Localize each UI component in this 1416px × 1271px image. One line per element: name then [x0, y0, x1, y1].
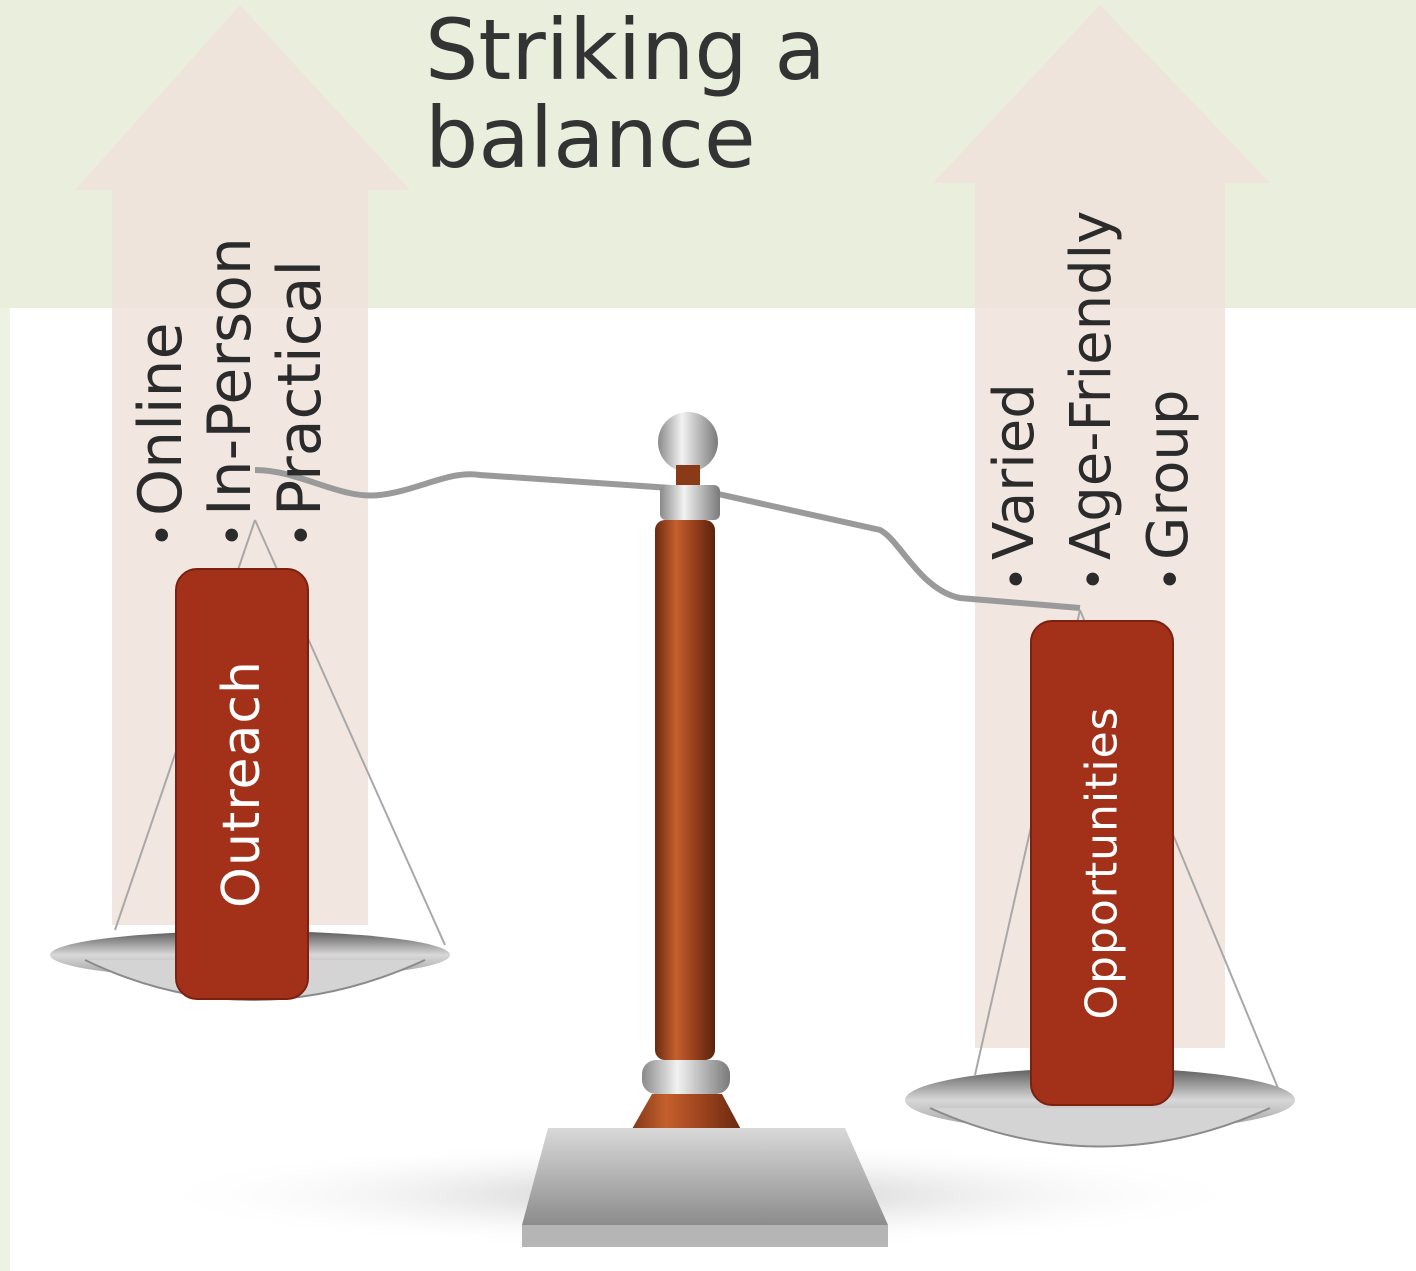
right-bullet-item: •Varied	[982, 383, 1047, 592]
title-line-1: Striking a	[425, 1, 826, 99]
right-up-arrow-shape	[933, 5, 1270, 1048]
outreach-label: Outreach	[212, 660, 272, 908]
right-pan-bowl	[929, 1107, 1271, 1148]
pillar-ring	[642, 1060, 730, 1094]
left-bullet-item: •In-Person	[195, 237, 266, 548]
beam-pivot	[660, 485, 720, 520]
bullet-icon: •	[277, 522, 329, 548]
scale-base-top	[522, 1128, 888, 1225]
bullet-icon: •	[1068, 566, 1120, 592]
scale-beam	[254, 467, 1081, 611]
left-up-arrow-shape	[75, 5, 410, 925]
scale-base-front	[522, 1225, 888, 1247]
left-bullet-item: •Online	[126, 322, 196, 549]
knob-neck	[676, 465, 700, 487]
right-bullet-item: •Group	[1135, 389, 1201, 592]
top-knob	[658, 412, 718, 472]
opportunities-label: Opportunities	[1076, 706, 1128, 1020]
outreach-label-box: Outreach	[175, 568, 309, 1000]
right-bullet-list: •Varied •Age-Friendly •Group	[978, 211, 1209, 592]
left-bullet-list: •Online •In-Person •Practical	[126, 237, 336, 549]
bullet-icon: •	[1145, 566, 1197, 592]
opportunities-label-box: Opportunities	[1030, 620, 1174, 1106]
pillar-column	[655, 520, 715, 1060]
bullet-icon: •	[207, 522, 259, 548]
bullet-icon: •	[138, 522, 190, 548]
slide-title: Striking a balance	[425, 6, 925, 182]
right-bullet-item: •Age-Friendly	[1058, 210, 1124, 592]
left-bullet-item: •Practical	[264, 259, 335, 548]
title-line-2: balance	[425, 89, 756, 187]
bullet-icon: •	[991, 566, 1043, 592]
